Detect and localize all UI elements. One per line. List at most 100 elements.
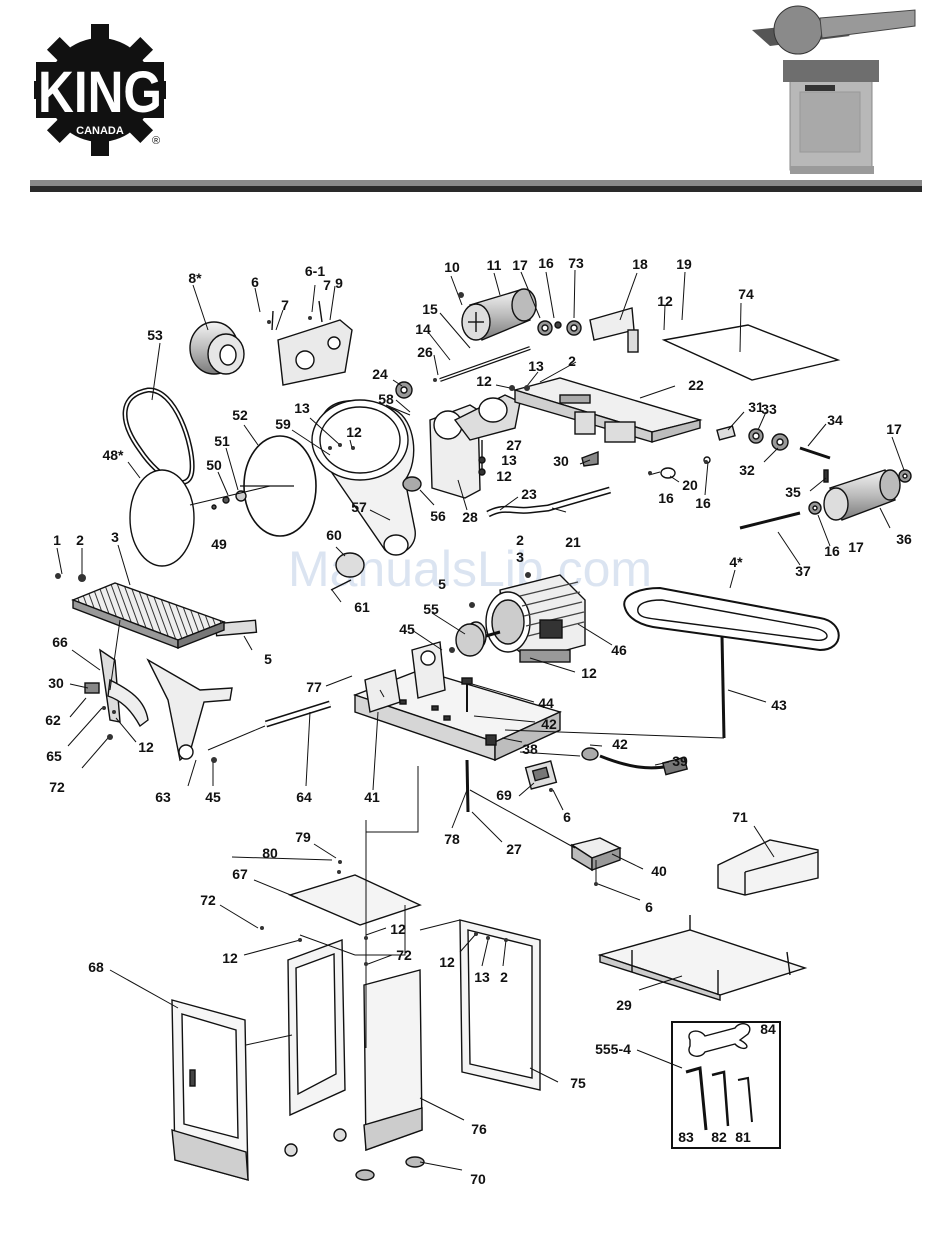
part-label: 42 [612,736,628,752]
part-label: 12 [390,921,406,937]
part-label: 42 [541,716,557,732]
part-label: 55 [423,601,439,617]
part-label: 16 [695,495,711,511]
part-label: 48* [102,447,124,463]
part-label: 2 [500,969,508,985]
registered-mark: ® [152,135,160,147]
part-label: 41 [364,789,380,805]
hex-key-large-icon [685,1066,708,1131]
part-label: 69 [496,787,512,803]
part-label: 4* [729,554,743,570]
cabinet-side-left-part [284,939,347,1157]
part-label: 32 [739,462,755,478]
part-label: 7 [281,297,289,313]
part-label: 65 [46,748,62,764]
part-label: 3 [516,549,524,565]
part-label: 30 [48,675,64,691]
part-label: 39 [672,753,688,769]
machine-thumbnail [752,5,916,174]
part-label: 6-1 [305,263,325,279]
support-bracket-part [429,394,521,499]
part-label: 61 [354,599,370,615]
part-label: 5 [264,651,272,667]
chip-tray-part [597,915,808,1001]
belt-guard-cover-part [277,319,353,386]
part-label: 84 [760,1021,776,1037]
cabinet-top-part [287,874,422,926]
idler-drum-part [823,469,901,521]
part-label: 27 [506,841,522,857]
part-label: 80 [262,845,278,861]
part-label: 2 [568,353,576,369]
part-label: 8* [188,270,202,286]
abrasive-disc-part [129,469,195,567]
graphite-pad-part [661,324,841,381]
part-label: 27 [506,437,522,453]
part-label: 45 [399,621,415,637]
part-label: 37 [795,563,811,579]
part-label: 12 [581,665,597,681]
wrench-icon [688,1023,751,1057]
part-label: 77 [306,679,322,695]
v-belt-part [122,387,195,485]
part-label: 74 [738,286,754,302]
part-label: 68 [88,959,104,975]
part-label: 555-4 [595,1041,631,1057]
part-label: 70 [470,1171,486,1187]
disc-housing-part [311,399,422,556]
part-label: 46 [611,642,627,658]
part-label: 67 [232,866,248,882]
idler-shaft-part [739,511,801,530]
switch-box-part [570,837,622,872]
part-label: 72 [200,892,216,908]
part-label: 72 [49,779,65,795]
part-label: 17 [512,257,528,273]
parts-drawing [55,269,912,1181]
part-label: 6 [645,899,653,915]
part-label: 33 [761,401,777,417]
tension-rod-part [487,488,611,516]
part-label: 2 [76,532,84,548]
part-label: 9 [335,275,343,291]
drive-drum-part [461,288,537,341]
part-label: 29 [616,997,632,1013]
brand-name: KING [38,60,162,125]
part-label: 5 [438,576,446,592]
part-label: 13 [294,400,310,416]
motor-pulley-part [455,623,485,657]
part-label: 72 [396,947,412,963]
cabinet-front-part [355,969,425,1181]
part-label: 10 [444,259,460,275]
part-label: 17 [886,421,902,437]
support-rod-part [265,702,331,726]
part-label: 60 [326,527,342,543]
part-label: 1 [53,532,61,548]
part-labels: 1 2 3 8* 53 48* 52 51 50 49 6 7 6-1 7 9 … [45,255,912,1187]
part-label: 44 [538,695,554,711]
knob-part [335,552,365,578]
part-label: 82 [711,1129,727,1145]
part-label: 53 [147,327,163,343]
tilt-bracket-part [99,648,233,762]
header-rule-dark [30,186,922,192]
part-label: 52 [232,407,248,423]
part-label: 36 [896,531,912,547]
part-label: 24 [372,366,388,382]
part-label: 50 [206,457,222,473]
part-label: 40 [651,863,667,879]
part-label: 6 [563,809,571,825]
part-label: 56 [430,508,446,524]
part-label: 21 [565,534,581,550]
part-label: 16 [824,543,840,559]
part-label: 12 [138,739,154,755]
part-label: 12 [222,950,238,966]
part-label: 45 [205,789,221,805]
cabinet-side-right-part [459,919,541,1091]
part-label: 22 [688,377,704,393]
part-label: 51 [214,433,230,449]
part-label: 13 [474,969,490,985]
part-label: 73 [568,255,584,271]
bolt-43-part [720,635,726,739]
part-label: 71 [732,809,748,825]
